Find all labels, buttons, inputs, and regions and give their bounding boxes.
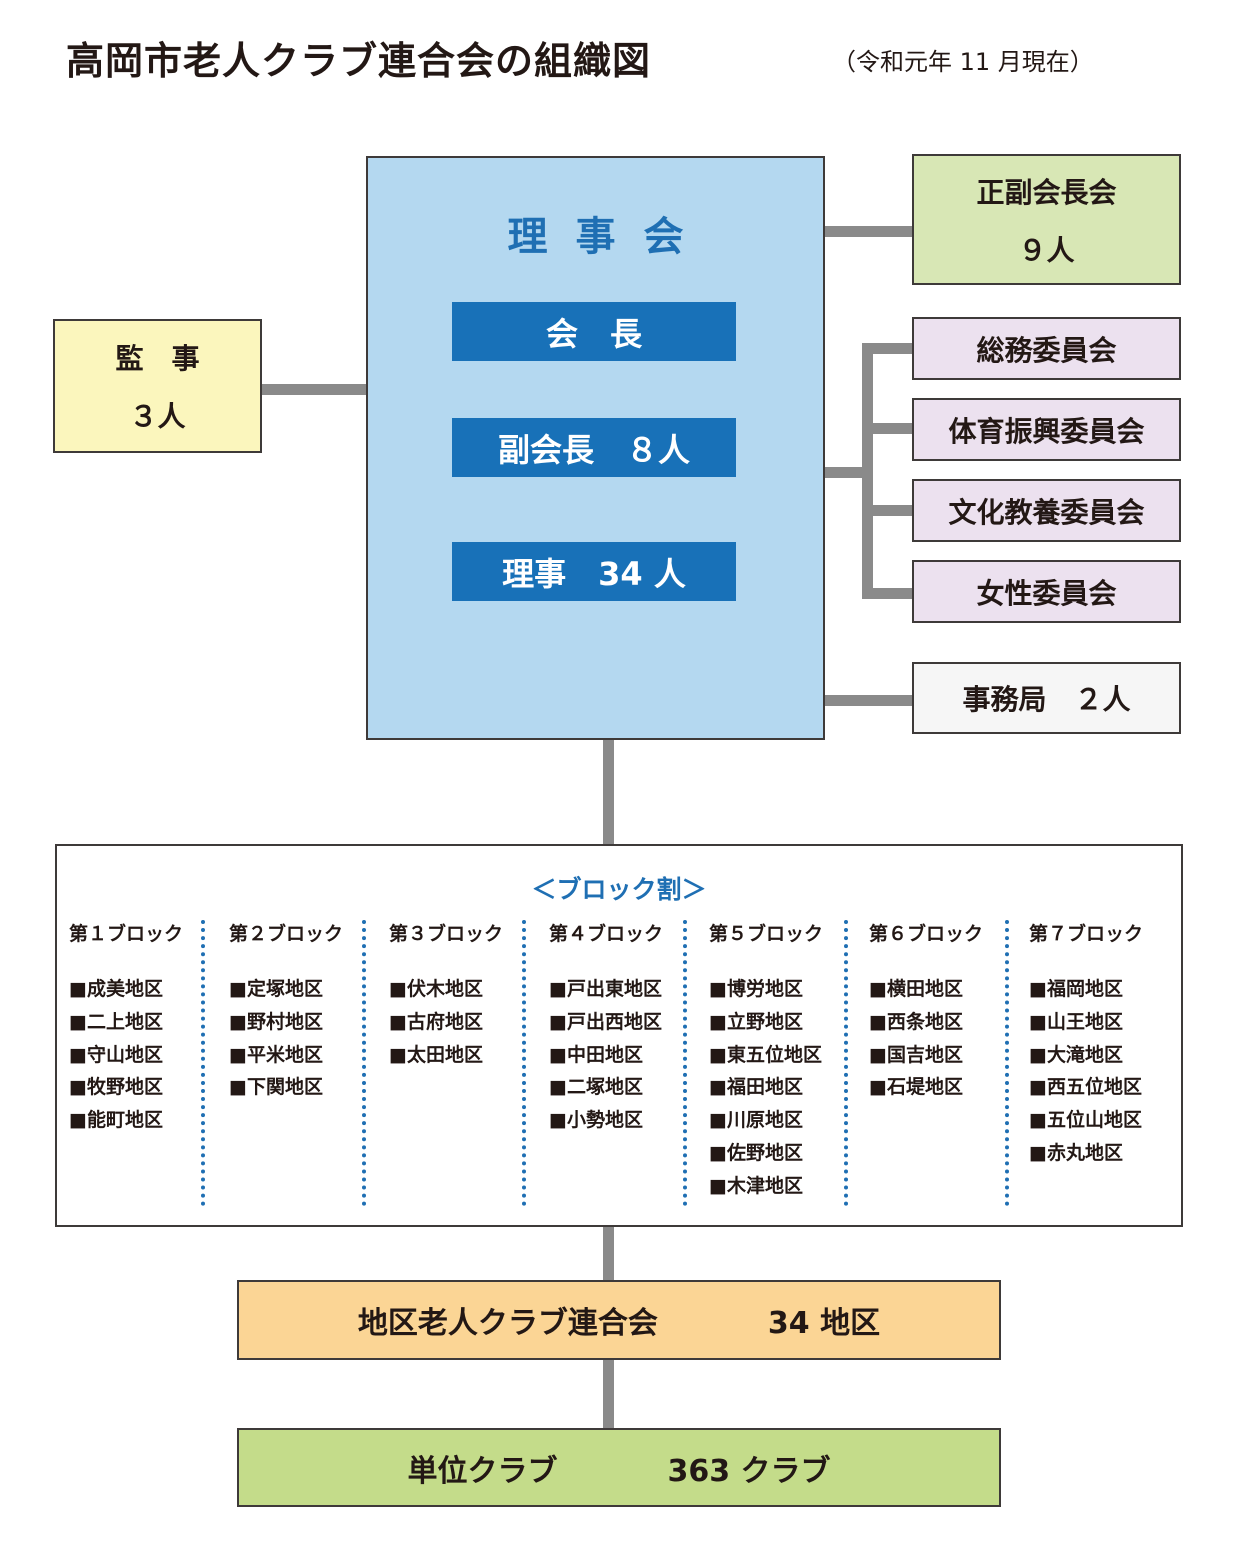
committee-sports: 体育振興委員会 xyxy=(912,398,1181,461)
area-item: ■二上地区 xyxy=(69,1010,163,1033)
area-item: ■五位山地区 xyxy=(1029,1109,1142,1132)
block-name: 第４ブロック xyxy=(549,923,664,945)
vice-meeting-count: ９人 xyxy=(1018,233,1075,267)
block-division-title: ＜ブロック割＞ xyxy=(531,875,707,904)
area-item: ■佐野地区 xyxy=(709,1141,803,1164)
area-item: ■川原地区 xyxy=(709,1109,803,1132)
area-item: ■太田地区 xyxy=(389,1043,483,1066)
area-item: ■平米地区 xyxy=(229,1043,323,1066)
area-item: ■博労地区 xyxy=(709,978,803,1000)
block-division-panel: ＜ブロック割＞ 第１ブロック■成美地区■二上地区■守山地区■牧野地区■能町地区第… xyxy=(55,844,1183,1227)
area-item: ■中田地区 xyxy=(549,1043,643,1066)
connector-secretariat xyxy=(821,695,912,706)
area-item: ■伏木地区 xyxy=(389,978,483,1000)
area-item: ■西条地区 xyxy=(869,1010,963,1033)
connector-district-unit xyxy=(603,1360,614,1428)
vice-meeting-box: 正副会長会 ９人 xyxy=(912,154,1181,285)
block-column-2: 第２ブロック ■定塚地区 ■野村地区 ■平米地区 ■下関地区 xyxy=(229,919,379,1104)
connector-committees-vertical xyxy=(862,343,873,599)
connector-vice-meeting xyxy=(821,226,912,237)
district-federation-box: 地区老人クラブ連合会 34 地区 xyxy=(237,1280,1001,1360)
area-item: ■国吉地区 xyxy=(869,1043,963,1066)
block-name: 第３ブロック xyxy=(389,923,504,945)
area-item: ■二塚地区 xyxy=(549,1076,643,1099)
area-item: ■大滝地区 xyxy=(1029,1043,1123,1066)
area-item: ■東五位地区 xyxy=(709,1043,822,1066)
area-item: ■戸出東地区 xyxy=(549,978,662,1000)
block-name: 第２ブロック xyxy=(229,923,344,945)
area-item: ■野村地区 xyxy=(229,1010,323,1033)
area-item: ■定塚地区 xyxy=(229,978,323,1000)
connector-committee-3 xyxy=(862,505,912,516)
committee-general-affairs: 総務委員会 xyxy=(912,317,1181,380)
secretariat-box: 事務局 ２人 xyxy=(912,662,1181,734)
board-title: 理事会 xyxy=(507,214,712,260)
block-column-3: 第３ブロック ■伏木地区 ■古府地区 ■太田地区 xyxy=(389,919,539,1071)
area-item: ■下関地区 xyxy=(229,1076,323,1099)
area-item: ■山王地区 xyxy=(1029,1010,1123,1033)
area-item: ■福岡地区 xyxy=(1029,978,1123,1000)
unit-count: 363 クラブ xyxy=(667,1453,831,1489)
block-separator xyxy=(522,920,526,1206)
area-item: ■古府地区 xyxy=(389,1010,483,1033)
area-item: ■木津地区 xyxy=(709,1174,803,1197)
committee-culture: 文化教養委員会 xyxy=(912,479,1181,542)
area-item: ■福田地区 xyxy=(709,1076,803,1099)
unit-label: 単位クラブ xyxy=(407,1453,558,1489)
block-name: 第１ブロック xyxy=(69,923,184,945)
block-column-4: 第４ブロック ■戸出東地区 ■戸出西地区 ■中田地区 ■二塚地区 ■小勢地区 xyxy=(549,919,699,1137)
block-name: 第５ブロック xyxy=(709,923,824,945)
auditor-label: 監 事 xyxy=(115,342,200,375)
area-item: ■西五位地区 xyxy=(1029,1076,1142,1099)
block-column-1: 第１ブロック ■成美地区 ■二上地区 ■守山地区 ■牧野地区 ■能町地区 xyxy=(69,919,219,1137)
committee-women: 女性委員会 xyxy=(912,560,1181,623)
block-separator xyxy=(844,920,848,1206)
block-separator xyxy=(201,920,205,1206)
block-column-6: 第６ブロック ■横田地区 ■西条地区 ■国吉地区 ■石堤地区 xyxy=(869,919,1019,1104)
connector-committees-stub xyxy=(821,467,873,478)
page-title: 高岡市老人クラブ連合会の組織図 xyxy=(66,39,652,83)
district-label: 地区老人クラブ連合会 xyxy=(357,1306,658,1341)
connector-committee-1 xyxy=(862,343,912,354)
block-column-5: 第５ブロック ■博労地区 ■立野地区 ■東五位地区 ■福田地区 ■川原地区 ■佐野地区 ■木津… xyxy=(709,919,859,1203)
area-item: ■立野地区 xyxy=(709,1010,803,1033)
area-item: ■能町地区 xyxy=(69,1109,163,1132)
area-item: ■横田地区 xyxy=(869,978,963,1000)
date-note: （令和元年 11 月現在） xyxy=(832,48,1094,76)
unit-clubs-box: 単位クラブ 363 クラブ xyxy=(237,1428,1001,1507)
auditor-count: ３人 xyxy=(129,400,186,433)
block-column-7: 第７ブロック ■福岡地区 ■山王地区 ■大滝地区 ■西五位地区 ■五位山地区 ■赤丸地区 xyxy=(1029,919,1179,1170)
area-item: ■守山地区 xyxy=(69,1043,163,1066)
connector-board-blocks xyxy=(603,736,614,844)
area-item: ■戸出西地区 xyxy=(549,1010,662,1033)
area-item: ■赤丸地区 xyxy=(1029,1141,1123,1164)
connector-auditor xyxy=(262,384,366,395)
connector-committee-4 xyxy=(862,588,912,599)
auditor-box: 監 事 ３人 xyxy=(53,319,262,453)
vice-meeting-label: 正副会長会 xyxy=(976,175,1117,209)
block-name: 第７ブロック xyxy=(1029,923,1144,945)
directors-box: 理事 34 人 xyxy=(452,542,736,601)
chairman-box: 会 長 xyxy=(452,302,736,361)
area-item: ■石堤地区 xyxy=(869,1076,963,1099)
vice-chairmen-box: 副会長 ８人 xyxy=(452,418,736,477)
block-separator xyxy=(683,920,687,1206)
connector-blocks-district xyxy=(603,1227,614,1280)
area-item: ■成美地区 xyxy=(69,978,163,1000)
block-separator xyxy=(1005,920,1009,1206)
connector-committee-2 xyxy=(862,423,912,434)
area-item: ■小勢地区 xyxy=(549,1109,643,1132)
block-name: 第６ブロック xyxy=(869,923,984,945)
district-count: 34 地区 xyxy=(767,1306,881,1341)
board-of-directors: 理事会 会 長 副会長 ８人 理事 34 人 xyxy=(366,156,825,740)
area-item: ■牧野地区 xyxy=(69,1076,163,1099)
block-separator xyxy=(362,920,366,1206)
